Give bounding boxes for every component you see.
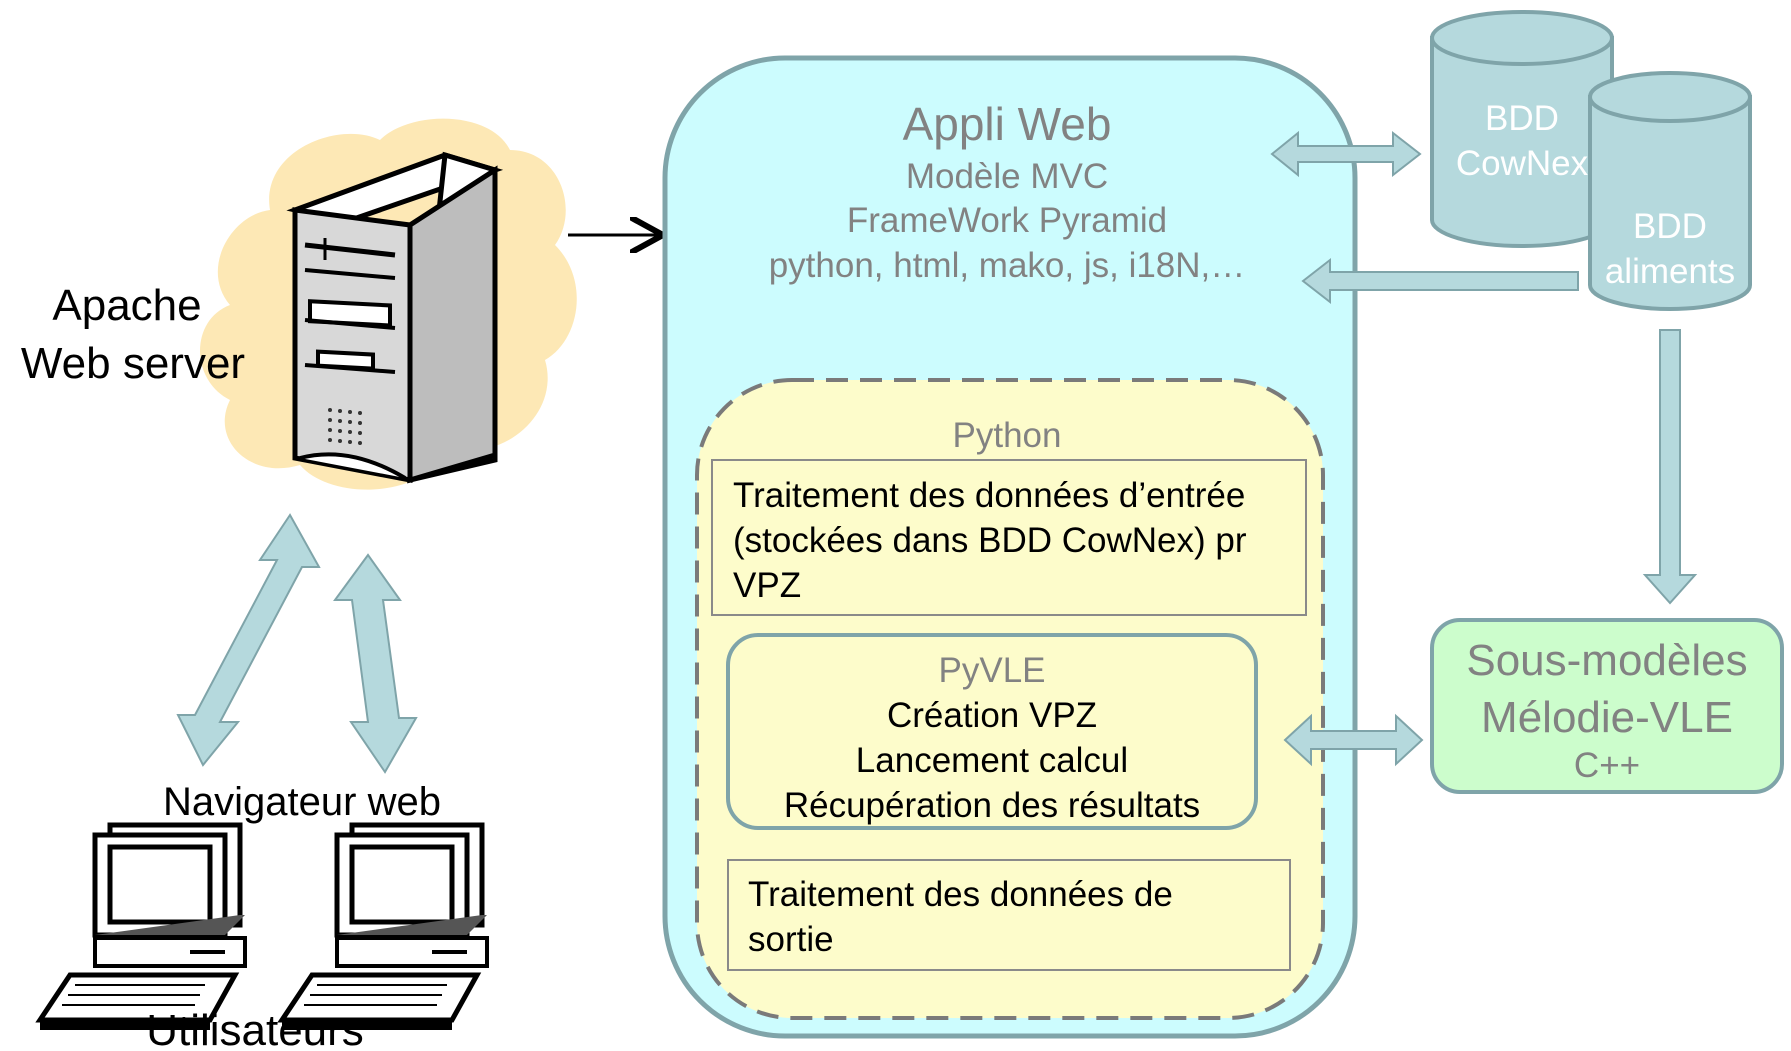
pyvle-line2: Lancement calcul [856,741,1128,780]
db-cownex-line2: CowNex [1456,144,1589,183]
computer-icon [35,822,247,1030]
pyvle-line3: Récupération des résultats [784,786,1200,825]
webapp-line2: FrameWork Pyramid [847,201,1167,240]
flow-arrows [1270,130,1698,767]
input-processing-line3: VPZ [733,566,801,605]
clients-group: Navigateur web [35,780,489,1051]
pyvle-line1: Création VPZ [887,696,1097,735]
db-aliments-line1: BDD [1633,207,1707,246]
input-processing-box: Traitement des données d’entrée (stockée… [711,459,1307,616]
submodels-box: Sous-modèles Mélodie-VLE C++ [1430,618,1784,794]
db-aliments-line2: aliments [1605,252,1735,291]
python-title: Python [953,416,1062,455]
browser-label: Navigateur web [163,780,441,824]
aliments-to-webapp-arrow [1301,257,1579,305]
server-label-line1: Apache [52,281,201,330]
server-group: Apache Web server [21,118,577,490]
output-processing-line1: Traitement des données de [748,875,1173,914]
computer-icon [277,822,489,1030]
submodels-line3: C++ [1574,746,1640,785]
users-label: Utilisateurs [146,1006,364,1051]
submodels-line1: Sous-modèles [1466,636,1747,685]
webapp-line1: Modèle MVC [906,157,1108,196]
server-label-line2: Web server [21,339,245,388]
db-aliments-cylinder: BDD aliments [1588,71,1752,311]
python-box: Python Traitement des données d’entrée (… [695,378,1325,1020]
db-cownex-cylinder: BDD CowNex [1430,10,1614,248]
aliments-to-submodels-arrow [1642,329,1698,605]
pyvle-submodels-double-arrow [1283,713,1424,767]
pyvle-box: PyVLE Création VPZ Lancement calcul Récu… [726,633,1258,830]
server-tower-icon [286,151,504,484]
pyvle-title: PyVLE [939,651,1046,690]
output-processing-box: Traitement des données de sortie [727,859,1291,971]
webapp-title: Appli Web [903,98,1112,150]
db-cownex-line1: BDD [1485,99,1559,138]
client-server-arrows [176,513,418,774]
webapp-cownex-double-arrow [1270,130,1422,178]
webapp-line3: python, html, mako, js, i18N,… [769,246,1246,285]
input-processing-line2: (stockées dans BDD CowNex) pr [733,521,1247,560]
input-processing-line1: Traitement des données d’entrée [733,476,1245,515]
output-processing-line2: sortie [748,920,834,959]
submodels-line2: Mélodie-VLE [1481,693,1733,742]
